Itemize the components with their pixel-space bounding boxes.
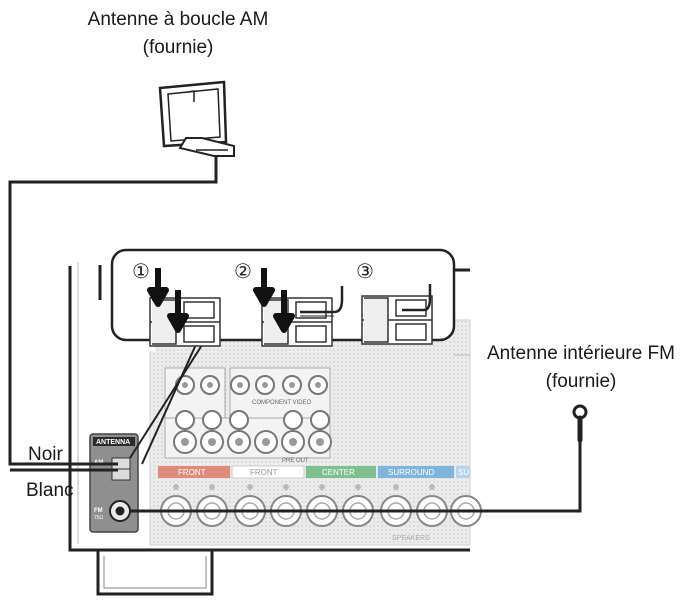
panel-label-component: COMPONENT VIDEO — [252, 400, 312, 406]
step-1: ① — [132, 261, 221, 347]
wire-clamped — [402, 284, 432, 312]
step-3: ③ — [356, 261, 433, 345]
step-2-number: ② — [234, 261, 252, 283]
antenna-terminal-block: ANTENNA AM FM 75Ω — [89, 433, 139, 533]
white-wire-label: Blanc — [26, 480, 74, 501]
fm-antenna-title: Antenne intérieure FM — [487, 343, 675, 364]
black-wire-label: Noir — [28, 444, 63, 465]
terminal-fm-label: FM — [94, 508, 103, 514]
am-antenna-title: Antenne à boucle AM — [87, 9, 269, 30]
fm-wire — [131, 440, 582, 513]
front-right-band — [158, 466, 230, 478]
press-arrow-icon — [147, 268, 169, 307]
step-2: ② — [234, 261, 344, 347]
press-arrow-icon — [167, 290, 189, 333]
wire-insert — [300, 286, 344, 314]
center-band — [306, 466, 376, 478]
step-3-number: ③ — [356, 261, 374, 283]
terminal-heading: ANTENNA — [96, 439, 130, 446]
channel-surround: SURROUND — [388, 468, 434, 477]
surround-band — [378, 466, 454, 478]
chassis-edges — [454, 268, 470, 356]
fm-antenna-subtitle: (fournie) — [545, 371, 617, 392]
am-wire-black — [8, 156, 218, 466]
press-arrow-icon — [253, 268, 275, 307]
panel-label-preout: PRE OUT — [282, 458, 309, 464]
press-arrow-icon — [273, 290, 295, 333]
receiver-foot — [96, 550, 214, 596]
speakers-caption: SPEAKERS — [392, 535, 430, 542]
fm-indoor-antenna — [131, 404, 588, 513]
channel-center: CENTER — [322, 468, 355, 477]
terminal-fm-ohm: 75Ω — [94, 515, 104, 521]
am-loop-antenna — [158, 80, 235, 157]
am-antenna-subtitle: (fournie) — [142, 37, 214, 58]
step-1-number: ① — [132, 261, 150, 283]
rca-jack-panel: COMPONENT VIDEO PRE OUT — [164, 367, 332, 464]
channel-front-l: FRONT — [250, 468, 278, 477]
channel-front-r: FRONT — [178, 468, 206, 477]
channel-surround-back: SU — [458, 468, 469, 477]
